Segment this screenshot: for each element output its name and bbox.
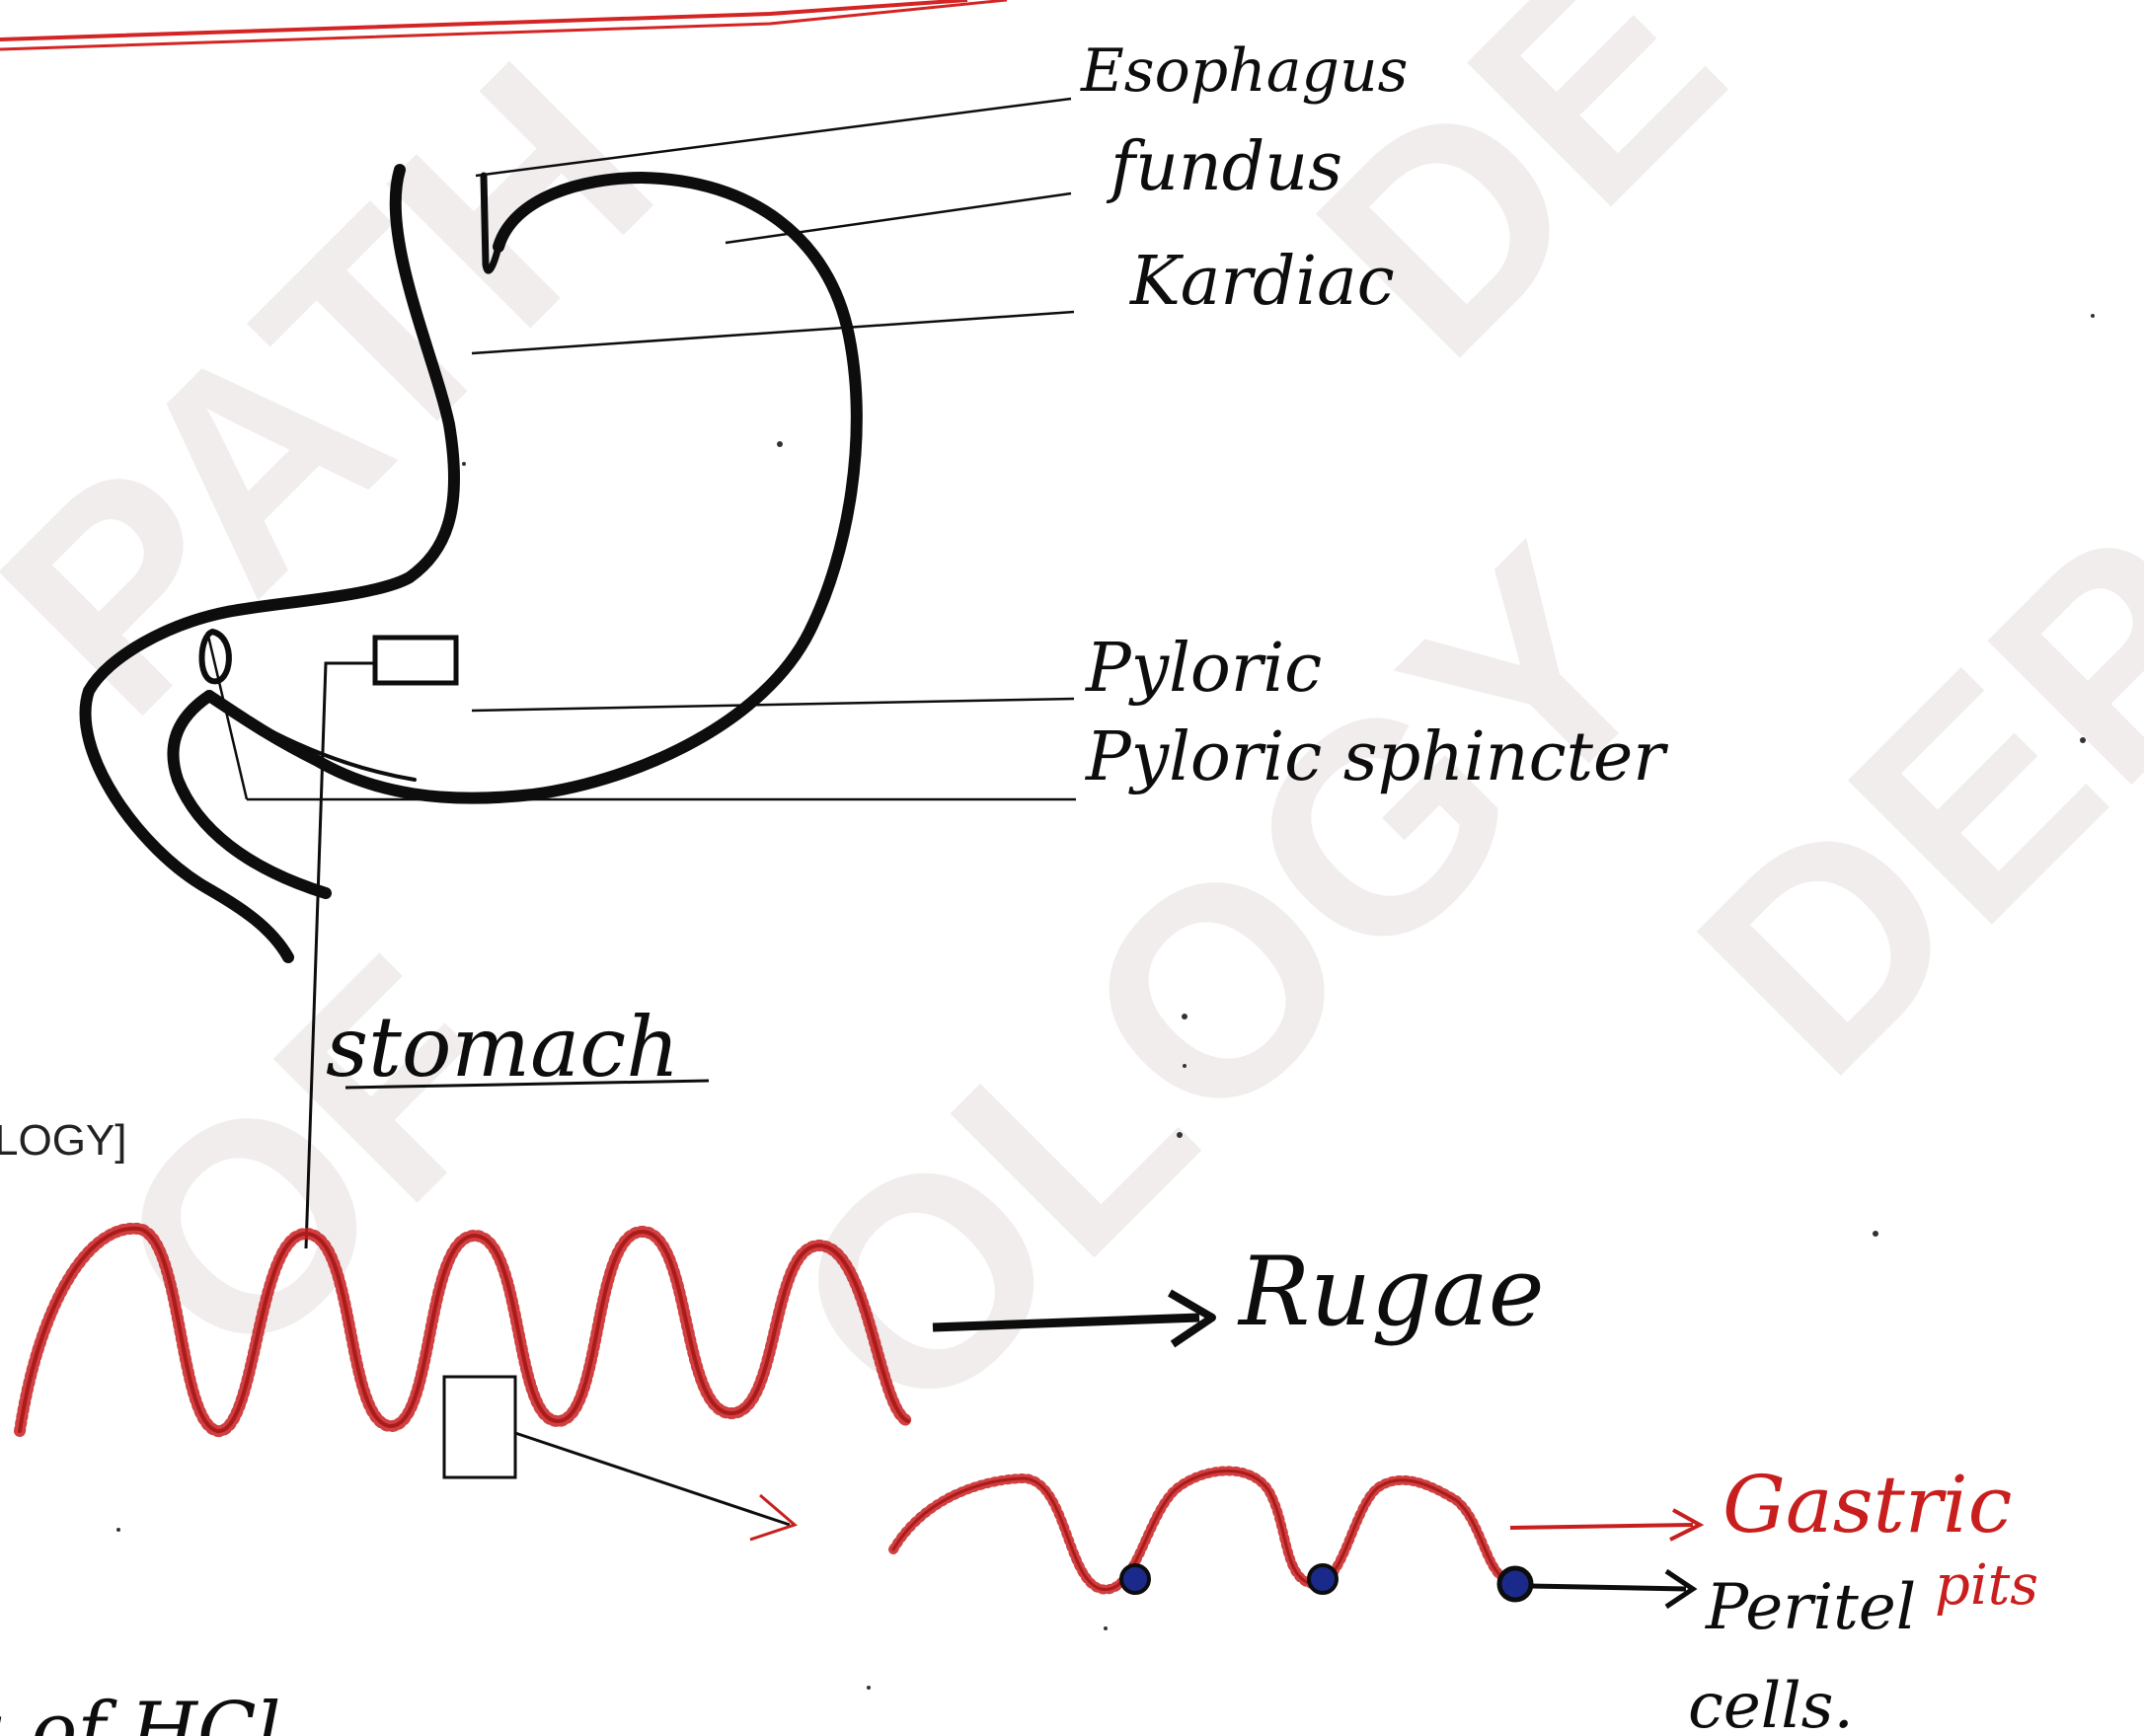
parietal-cell (1121, 1565, 1149, 1593)
parietal-arrow (1530, 1586, 1686, 1589)
parietal-cell (1309, 1565, 1337, 1593)
parietal-cell (1499, 1568, 1531, 1600)
label-cardiac: Kardiac (1128, 243, 1395, 321)
label-pyloric-sphincter: Pyloric sphincter (1084, 718, 1668, 796)
label-gastric: Gastric (1723, 1459, 2012, 1550)
gastric-pits-arrow (1510, 1525, 1693, 1528)
label-esophagus: Esophagus (1080, 37, 1408, 106)
margin-text-left: LOGY] (0, 1116, 127, 1165)
label-rugae: Rugae (1237, 1237, 1545, 1347)
detail-box-stomach (375, 638, 456, 683)
watermark: PATH OF OLOGY DEP DE (0, 0, 2144, 1479)
label-pits: pits (1935, 1553, 2038, 1618)
watermark-text: OF (50, 899, 575, 1424)
watermark-text: PATH (0, 1, 713, 775)
magnify-arrow (515, 1433, 790, 1525)
magnify-arrowhead (750, 1495, 795, 1540)
margin-text-bottom: a of HCl (0, 1687, 281, 1736)
label-pyloric: Pyloric (1084, 630, 1322, 708)
detail-box-rugae (444, 1377, 515, 1477)
label-cells: cells. (1688, 1670, 1854, 1736)
label-fundus: fundus (1106, 128, 1342, 206)
watermark-text: DEP (1637, 470, 2144, 1135)
parietal-cells (1121, 1565, 1531, 1600)
label-parietal: Peritel (1705, 1571, 1916, 1644)
gastric-pits (893, 1471, 1505, 1589)
